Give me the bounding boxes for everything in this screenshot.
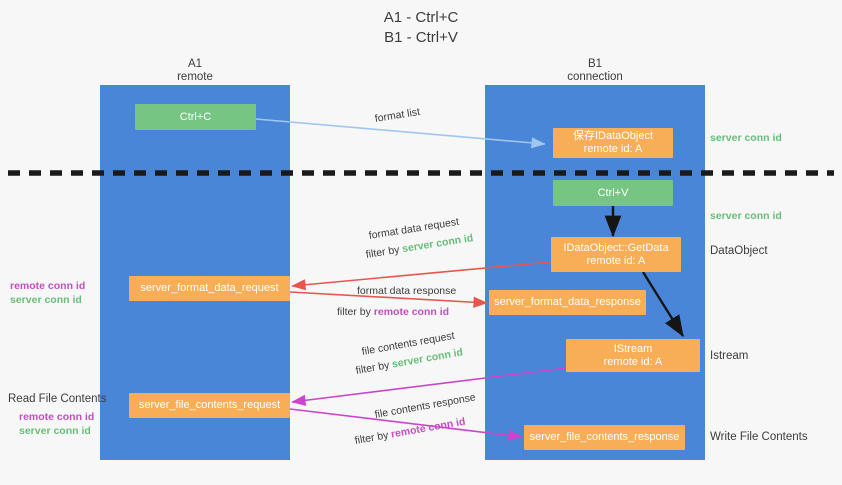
edge-getdata-to-istream: [641, 271, 685, 338]
node-istream-line2: remote id: A: [603, 355, 663, 368]
title-line-2: B1 - Ctrl+V: [384, 29, 458, 46]
annotation-left-read-file-contents: Read File Contents: [8, 393, 107, 405]
node-ctrl-v[interactable]: Ctrl+V: [553, 180, 673, 206]
annotation-right-server-conn-id-2: server conn id: [710, 210, 782, 222]
node-getdata-line1: IDataObject::GetData: [563, 241, 669, 254]
node-server-format-data-response-line1: server_format_data_response: [494, 296, 641, 308]
node-istream[interactable]: IStream remote id: A: [566, 339, 700, 372]
lane-header-b1: B1 connection: [485, 58, 705, 84]
edge-label-format-data-response: format data response: [357, 285, 457, 297]
annotation-right-istream: Istream: [710, 350, 749, 362]
lane-header-a1: A1 remote: [100, 58, 290, 84]
node-istream-line1: IStream: [613, 342, 653, 355]
node-server-file-contents-response[interactable]: server_file_contents_response: [524, 425, 685, 450]
title-line-1: A1 - Ctrl+C: [383, 9, 459, 26]
annotation-left-server-conn-id-2: server conn id: [19, 425, 91, 437]
node-ctrl-c[interactable]: Ctrl+C: [135, 104, 256, 130]
annotation-left-remote-conn-id-2: remote conn id: [19, 411, 95, 423]
edge-format-data-request: [291, 261, 551, 291]
edge-format-list: [255, 118, 546, 149]
lane-header-a1-name: A1: [187, 58, 203, 70]
node-server-file-contents-response-line1: server_file_contents_response: [529, 431, 680, 443]
node-server-format-data-request[interactable]: server_format_data_request: [129, 276, 290, 301]
node-getdata[interactable]: IDataObject::GetData remote id: A: [551, 237, 681, 272]
edge-label-format-data-response-filter: filter by remote conn id: [337, 306, 449, 319]
node-save-dataobject-line1: 保存IDataObject: [572, 130, 654, 142]
node-getdata-line2: remote id: A: [586, 254, 646, 267]
annotation-left-server-conn-id-1: server conn id: [10, 294, 82, 306]
node-server-file-contents-request-line1: server_file_contents_request: [138, 399, 281, 411]
annotation-right-server-conn-id-1: server conn id: [710, 132, 782, 144]
lane-header-b1-name: B1: [587, 58, 603, 70]
lane-header-b1-role: connection: [567, 71, 623, 83]
node-server-format-data-request-line1: server_format_data_request: [140, 282, 279, 294]
annotation-right-write-file-contents: Write File Contents: [710, 431, 808, 443]
page-title: A1 - Ctrl+C B1 - Ctrl+V: [0, 8, 842, 48]
node-server-file-contents-request[interactable]: server_file_contents_request: [129, 393, 290, 418]
node-ctrl-c-line1: Ctrl+C: [179, 110, 212, 123]
node-server-format-data-response[interactable]: server_format_data_response: [489, 290, 646, 315]
edge-format-data-response: [289, 291, 488, 308]
node-save-dataobject-line2: remote id: A: [583, 143, 643, 155]
filter-prefix-2: filter by: [337, 306, 374, 318]
lane-header-a1-role: remote: [177, 71, 213, 83]
edge-file-contents-response: [289, 408, 523, 441]
edge-file-contents-request: [291, 367, 567, 406]
node-ctrl-v-line1: Ctrl+V: [597, 186, 629, 199]
annotation-left-remote-conn-id-1: remote conn id: [10, 280, 86, 292]
annotation-right-dataobject: DataObject: [710, 245, 768, 257]
node-save-dataobject[interactable]: 保存IDataObject remote id: A: [553, 128, 673, 158]
filter-value-2: remote conn id: [373, 306, 450, 318]
